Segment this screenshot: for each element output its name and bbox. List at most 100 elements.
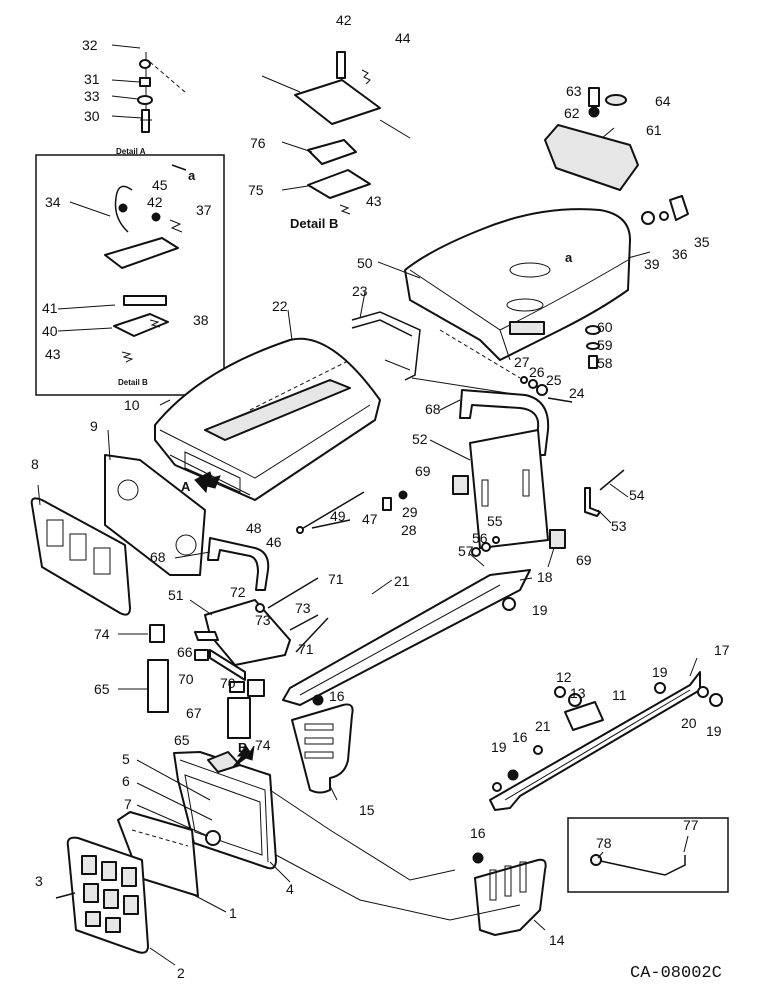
callout: 16 [512, 729, 528, 745]
hood-50 [404, 208, 631, 361]
hardware-stack-30-33 [137, 52, 186, 133]
bezel-8 [30, 497, 131, 616]
rods-46-49 [296, 490, 408, 534]
callout: 8 [31, 456, 39, 472]
callout: 31 [84, 71, 100, 87]
callout: 37 [196, 202, 212, 218]
callout: 72 [230, 584, 246, 600]
view-arrow-a: A [181, 471, 221, 494]
rail-18 [282, 569, 531, 706]
callout: 43 [45, 346, 61, 362]
callout: 65 [94, 681, 110, 697]
callout: 62 [564, 105, 580, 121]
top-grille-61 [544, 87, 689, 225]
callout: 78 [596, 835, 612, 851]
callout: 53 [611, 518, 627, 534]
callout: 19 [532, 602, 548, 618]
callout: 40 [42, 323, 58, 339]
callout: 12 [556, 669, 572, 685]
callout: 33 [84, 88, 100, 104]
callout: 69 [576, 552, 592, 568]
detail-a-title: Detail A [116, 147, 146, 156]
bracket-68-lower [207, 537, 270, 591]
callout: 45 [152, 177, 168, 193]
callout: 64 [655, 93, 671, 109]
callout: 54 [629, 487, 645, 503]
callout: 21 [394, 573, 410, 589]
callout: 9 [90, 418, 98, 434]
callout: 47 [362, 511, 378, 527]
callout: 16 [329, 688, 345, 704]
callout: 18 [537, 569, 553, 585]
callout: 32 [82, 37, 98, 53]
callout: 69 [415, 463, 431, 479]
side-plate-15 [291, 703, 354, 794]
callout: 26 [529, 364, 545, 380]
callout: 7 [124, 796, 132, 812]
callout: 77 [683, 817, 699, 833]
callout: 25 [546, 372, 562, 388]
drawing-code: CA-08002C [630, 964, 722, 983]
callout: 38 [193, 312, 209, 328]
callout: 15 [359, 802, 375, 818]
callout: 56 [472, 530, 488, 546]
callout: 2 [177, 965, 185, 981]
callout: 55 [487, 513, 503, 529]
callout: 30 [84, 108, 100, 124]
callout: 73 [295, 600, 311, 616]
callout: 74 [94, 626, 110, 642]
side-panel-52 [452, 429, 566, 549]
view-a-label: A [181, 479, 191, 494]
callout: 44 [395, 30, 411, 46]
callout: 76 [250, 135, 266, 151]
callout: 3 [35, 873, 43, 889]
callout: 13 [570, 685, 586, 701]
callout: 36 [672, 246, 688, 262]
callout: 71 [298, 641, 314, 657]
callout: 19 [652, 664, 668, 680]
callout: 35 [694, 234, 710, 250]
view-b-label: B [238, 740, 247, 755]
callout: 66 [177, 644, 193, 660]
note-a-hood: a [565, 250, 573, 265]
side-plate-14 [472, 852, 547, 936]
callout: 17 [714, 642, 730, 658]
callout: 74 [255, 737, 271, 753]
hardware-58-60-24-27 [439, 325, 601, 403]
rod-23 [351, 311, 421, 381]
callout: 22 [272, 298, 288, 314]
callout: 61 [646, 122, 662, 138]
detail-a-inset [35, 154, 225, 396]
note-a-top: a [188, 168, 196, 183]
callout: 29 [402, 504, 418, 520]
detail-b-small-title: Detail B [118, 378, 148, 387]
callout: 75 [248, 182, 264, 198]
callout: 42 [147, 194, 163, 210]
front-panel-9 [104, 454, 206, 576]
callout: 49 [330, 508, 346, 524]
callout: 50 [357, 255, 373, 271]
callout: 19 [491, 739, 507, 755]
callout: 27 [514, 354, 530, 370]
view-arrow-b: B [231, 740, 255, 769]
callout: 11 [612, 687, 627, 703]
callout: 71 [328, 571, 344, 587]
grille-2 [55, 836, 149, 954]
callout: 24 [569, 385, 585, 401]
callout: 14 [549, 932, 565, 948]
callout: 19 [706, 723, 722, 739]
pads-65-74 [147, 624, 265, 739]
callout: 68 [425, 401, 441, 417]
assembly-lines [269, 251, 651, 921]
hardware-53-57 [471, 469, 625, 557]
callout: 6 [122, 773, 130, 789]
bracket-68-upper [459, 389, 550, 456]
callout: 59 [597, 337, 613, 353]
callout: 28 [401, 522, 417, 538]
rod-inset-77-78 [567, 817, 729, 893]
leader-lines [37, 44, 698, 966]
rail-17 [489, 671, 723, 811]
callout: 21 [535, 718, 551, 734]
callout: 60 [597, 319, 613, 335]
